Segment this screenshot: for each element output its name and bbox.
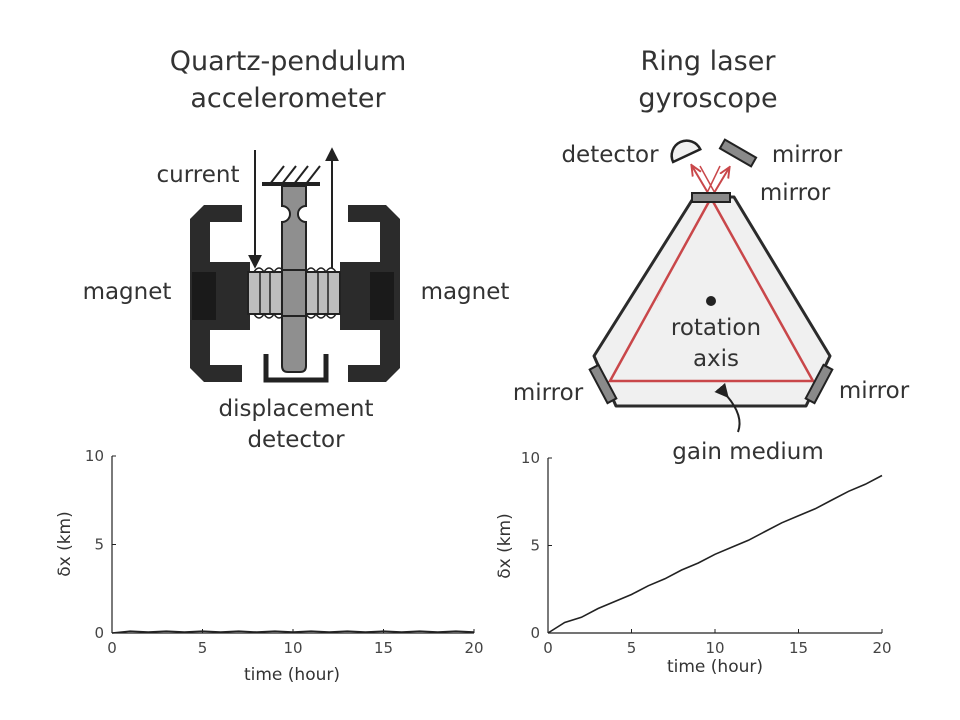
x-tick-label: 20	[464, 639, 483, 657]
chart-ticks: 0 5 10 15 20 0 5 10	[521, 449, 892, 657]
magnet-right-core	[370, 272, 394, 320]
x-tick-label: 5	[198, 639, 208, 657]
magnet-left-label: magnet	[83, 279, 172, 305]
displacement-detector-label-line2: detector	[247, 427, 345, 453]
mirror-left-label: mirror	[513, 380, 584, 406]
x-tick-label: 20	[872, 639, 891, 657]
magnet-right-label: magnet	[421, 279, 510, 305]
y-tick-label: 0	[530, 624, 540, 642]
mirror-left	[588, 363, 618, 405]
displacement-detector	[263, 354, 329, 383]
beam-direction-left	[657, 288, 664, 301]
x-tick-label: 0	[543, 639, 553, 657]
y-tick-label: 0	[94, 624, 104, 642]
detector-label: detector	[561, 142, 659, 168]
chart-ticks: 0 5 10 15 20 0 5 10	[85, 447, 484, 657]
x-tick-label: 10	[705, 639, 724, 657]
accelerometer-title-line1: Quartz-pendulum	[170, 46, 407, 77]
x-axis-label: time (hour)	[667, 657, 763, 677]
chart-axes	[111, 456, 474, 634]
pickoff-coil	[247, 267, 341, 319]
gyroscope-title-line1: Ring laser	[641, 46, 777, 77]
gain-medium-label: gain medium	[672, 439, 824, 465]
gain-medium-pointer	[714, 382, 741, 433]
rotation-axis-label-line2: axis	[693, 346, 739, 372]
rotation-axis-dot	[706, 296, 716, 306]
accelerometer-title-line2: accelerometer	[190, 83, 386, 114]
gyroscope-title-line2: gyroscope	[638, 83, 777, 114]
ring-laser-diagram: Ring laser gyroscope detector mirror mir…	[513, 46, 910, 465]
y-axis-label: δx (km)	[55, 511, 75, 577]
y-tick-label: 10	[85, 447, 104, 465]
y-tick-label: 5	[94, 536, 104, 554]
x-tick-label: 15	[789, 639, 808, 657]
rotation-axis-label-line1: rotation	[671, 315, 761, 341]
x-tick-label: 5	[627, 639, 637, 657]
mirror-output	[718, 138, 758, 168]
series-line	[547, 474, 883, 634]
mirror-top-label: mirror	[760, 180, 831, 206]
displacement-detector-label-line1: displacement	[218, 396, 373, 422]
suspension-hatch	[269, 165, 321, 185]
y-axis-label: δx (km)	[495, 513, 515, 579]
y-tick-label: 10	[521, 449, 540, 467]
beam-return-2	[705, 165, 721, 196]
series-line	[111, 630, 475, 634]
y-tick-label: 5	[530, 537, 540, 555]
mirror-right	[804, 363, 834, 405]
x-axis-label: time (hour)	[244, 665, 340, 685]
magnet-left-core	[192, 272, 216, 320]
magnet-left	[190, 205, 250, 382]
laser-beam-path	[607, 195, 816, 383]
x-tick-label: 15	[374, 639, 393, 657]
accelerometer-diagram: Quartz-pendulum accelerometer	[83, 46, 510, 453]
photo-detector-icon	[670, 139, 702, 164]
accelerometer-drift-chart: 0 5 10 15 20 0 5 10 time (hour) δx (km)	[55, 447, 484, 685]
x-tick-label: 0	[107, 639, 117, 657]
gyroscope-drift-chart: 0 5 10 15 20 0 5 10 time (hour) δx (km)	[495, 449, 892, 677]
mirror-top-right-label: mirror	[772, 142, 843, 168]
beam-return-1	[699, 165, 717, 196]
x-tick-label: 10	[283, 639, 302, 657]
mirror-right-label: mirror	[839, 378, 910, 404]
current-label: current	[157, 162, 240, 188]
beam-direction-right	[761, 290, 766, 299]
chart-axes	[547, 458, 882, 634]
mirror-top	[691, 192, 731, 203]
